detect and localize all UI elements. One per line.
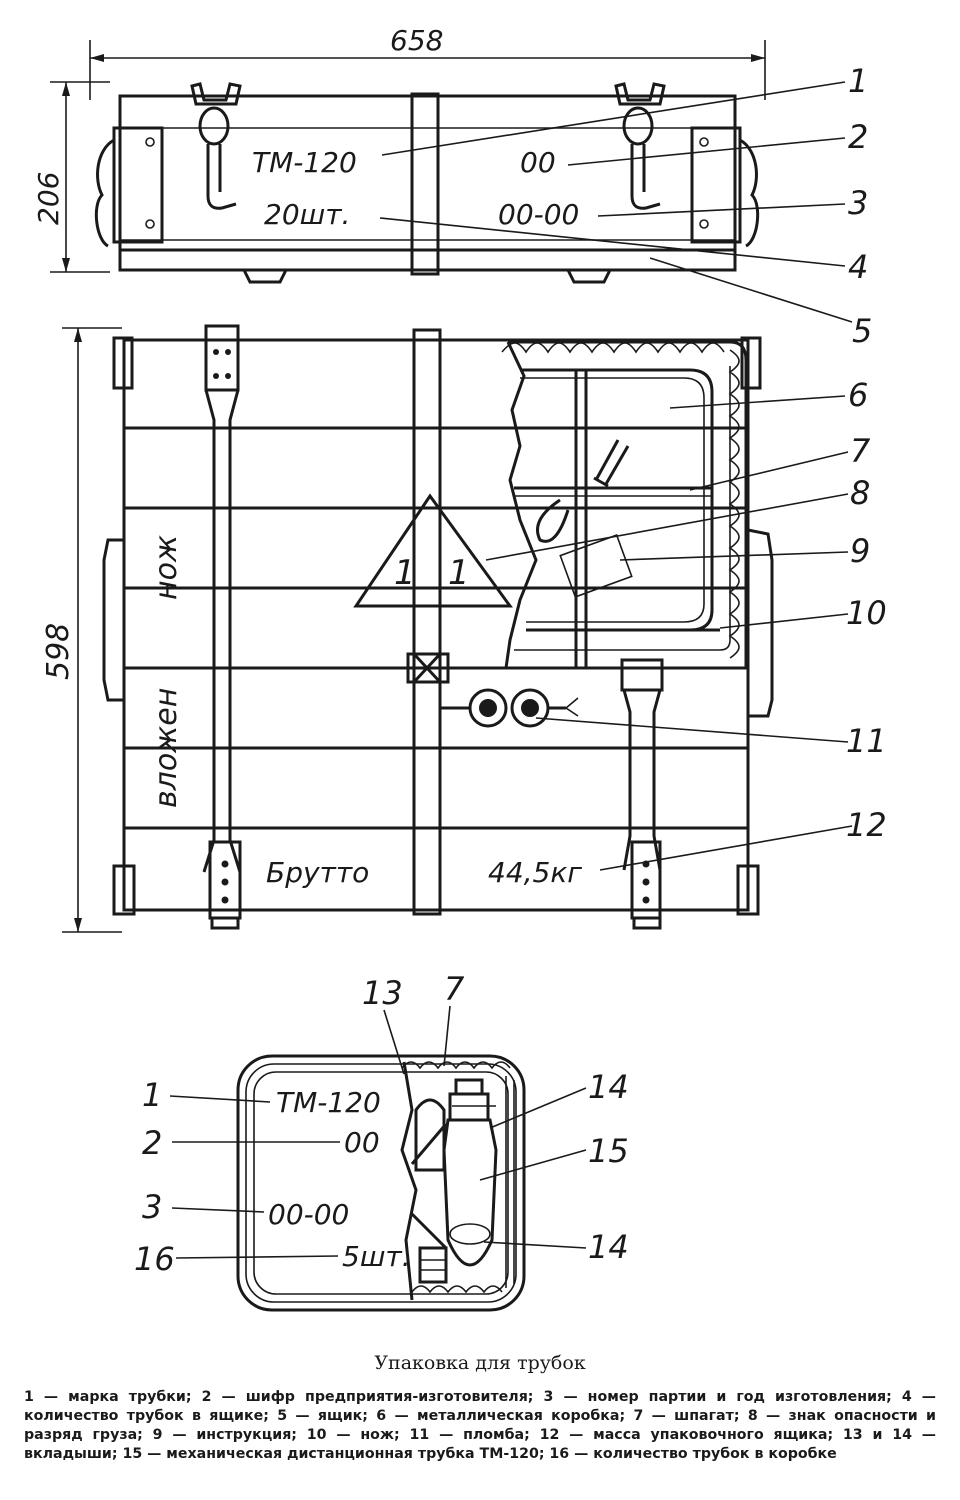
figure-title: Упаковка для трубок [374,1352,586,1374]
callout-16: 16 [134,1240,175,1278]
front-view: 598 [41,324,887,933]
hazard-sign [353,493,513,608]
manufacturer-code: 00 [520,146,556,179]
instruction-sheet [559,534,633,598]
foot-right [566,269,612,284]
callout-10: 10 [846,594,887,632]
callout-4: 4 [848,248,868,286]
hazard-class-right: 1 [448,553,470,593]
callout-box-1: 1 [142,1076,162,1114]
callout-box-2: 2 [142,1124,162,1162]
box-manufacturer-code: 00 [344,1126,380,1159]
strap-buckle [406,652,450,684]
tube-count: 20шт. [264,198,350,231]
metal-box-view: ТМ-120 00 00-00 5шт. 1 2 3 16 13 7 14 15… [134,970,629,1312]
callout-box-7: 7 [444,970,465,1008]
width-dimension: 658 [390,24,443,57]
callout-2: 2 [848,118,868,156]
figure-legend: 1 — марка трубки; 2 — шифр предприятия-и… [24,1389,936,1462]
callout-14-top: 14 [588,1068,629,1106]
callout-14-bottom: 14 [588,1228,629,1266]
metal-box-outer [236,1054,526,1312]
handle-left [94,138,115,248]
packaging-drawing: 658 206 [32,24,887,1312]
callout-6: 6 [848,376,868,414]
seal [440,688,579,728]
side-plate-left [112,126,164,244]
box-tube-mark: ТМ-120 [276,1086,381,1119]
callout-box-3: 3 [142,1188,162,1226]
callout-15: 15 [588,1132,629,1170]
hazard-class-left: 1 [394,553,416,593]
tube-tm120 [442,1078,498,1267]
callout-9: 9 [850,532,870,570]
foot-left [242,269,288,284]
callout-12: 12 [846,806,887,844]
callout-13: 13 [362,974,403,1012]
height-dimension-top: 206 [32,172,65,225]
callout-3: 3 [848,184,868,222]
cutaway-metal-box [501,340,748,669]
latch-bar-left [202,324,242,930]
latch-bar-right [620,658,664,930]
height-dimension-front: 598 [41,623,76,680]
box-batch-number: 00-00 [268,1198,349,1231]
handle-right [739,138,760,248]
side-text-knife: нож [149,535,184,600]
callout-11: 11 [846,722,887,760]
tube-mark: ТМ-120 [252,146,357,179]
latch-right [614,82,666,210]
strap-top [410,92,440,276]
callout-7: 7 [850,432,871,470]
side-plate-right [690,126,742,244]
callout-8: 8 [850,474,870,512]
gross-label: Брутто [266,856,369,889]
batch-number: 00-00 [498,198,579,231]
side-text-inserted: вложен [149,688,184,808]
callout-1: 1 [848,62,868,100]
strap-front [412,328,442,916]
box-tube-count: 5шт. [342,1240,411,1273]
top-view: 658 206 [32,24,872,350]
tube-second [414,1098,448,1284]
callout-5: 5 [852,312,872,350]
gross-value: 44,5кг [488,856,582,889]
latch-left [190,82,242,210]
